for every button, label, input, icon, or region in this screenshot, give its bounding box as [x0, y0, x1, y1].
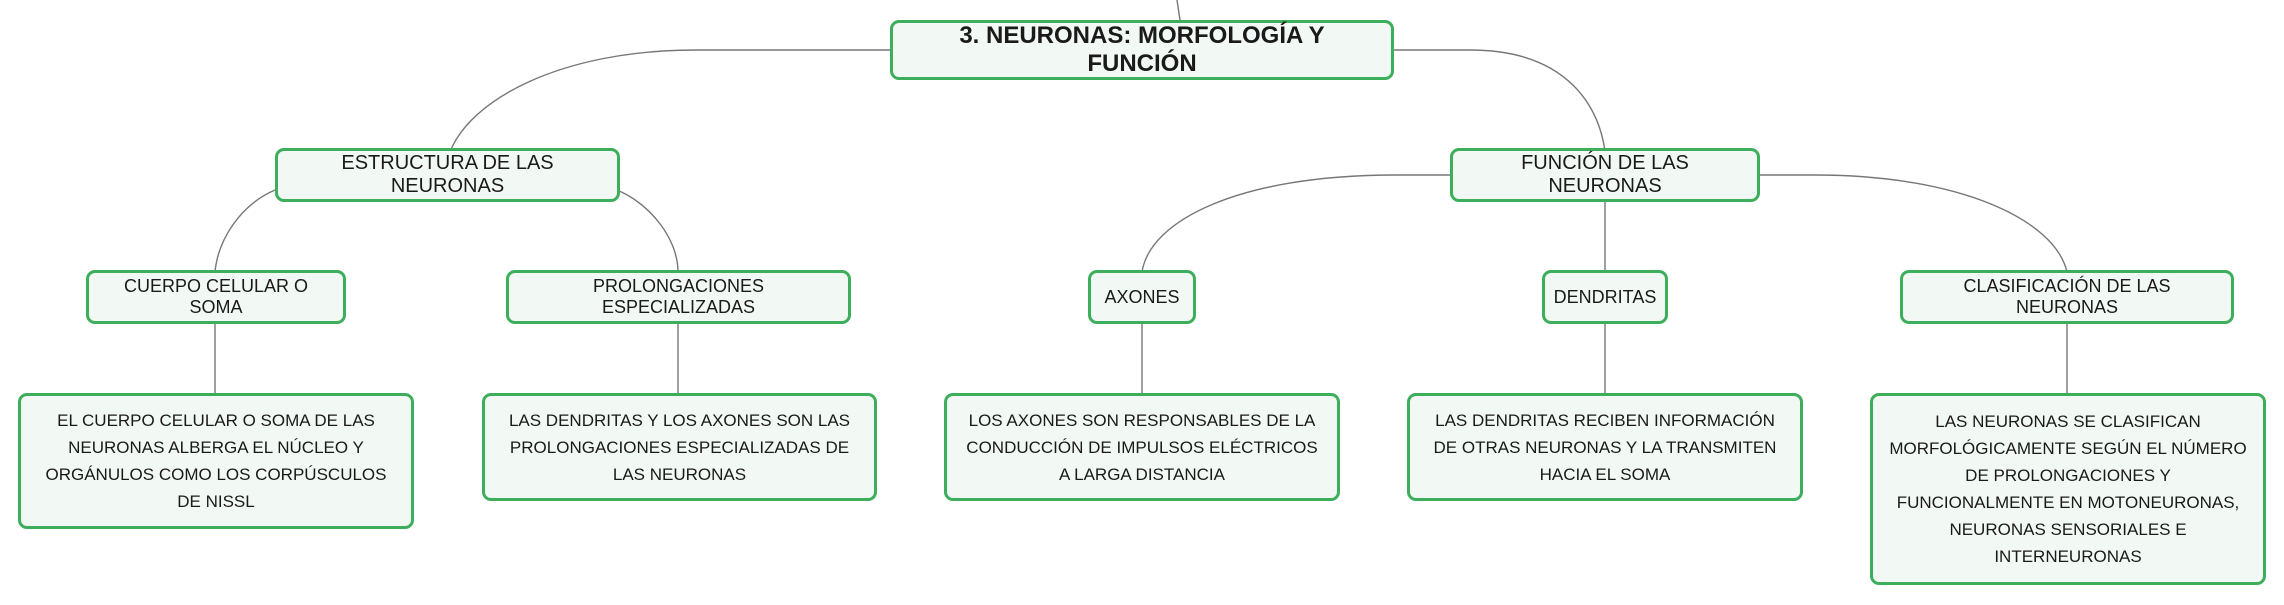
connector-root-estructura — [449, 49, 890, 153]
root-node[interactable]: 3. NEURONAS: MORFOLOGÍA Y FUNCIÓN — [890, 20, 1394, 80]
detail-soma-text: EL CUERPO CELULAR O SOMA DE LAS NEURONAS… — [45, 411, 387, 511]
connector-funcion-axones — [1141, 174, 1452, 273]
sub-dendritas-label: DENDRITAS — [1553, 286, 1657, 307]
detail-soma[interactable]: EL CUERPO CELULAR O SOMA DE LAS NEURONAS… — [18, 393, 414, 529]
detail-axones[interactable]: LOS AXONES SON RESPONSABLES DE LA CONDUC… — [944, 393, 1340, 501]
sub-prolongaciones-label: PROLONGACIONES ESPECIALIZADAS — [592, 276, 765, 317]
connector-root-parent — [1176, 0, 1181, 21]
connector-funcion-clasificacion — [1757, 174, 2068, 273]
sub-clasificacion[interactable]: CLASIFICACIÓN DE LAS NEURONAS — [1900, 270, 2234, 324]
sub-prolongaciones[interactable]: PROLONGACIONES ESPECIALIZADAS — [506, 270, 851, 324]
detail-clasificacion-text: LAS NEURONAS SE CLASIFICAN MORFOLÓGICAME… — [1889, 412, 2247, 566]
sub-soma[interactable]: CUERPO CELULAR O SOMA — [86, 270, 346, 324]
detail-prolongaciones-text: LAS DENDRITAS Y LOS AXONES SON LAS PROLO… — [508, 410, 851, 484]
detail-dendritas[interactable]: LAS DENDRITAS RECIBEN INFORMACIÓN DE OTR… — [1407, 393, 1803, 501]
branch-estructura-label: ESTRUCTURA DE LAS NEURONAS — [341, 152, 554, 197]
branch-estructura[interactable]: ESTRUCTURA DE LAS NEURONAS — [275, 148, 620, 202]
sub-clasificacion-label: CLASIFICACIÓN DE LAS NEURONAS — [1963, 276, 2171, 317]
branch-funcion[interactable]: FUNCIÓN DE LAS NEURONAS — [1450, 148, 1760, 202]
root-label: 3. NEURONAS: MORFOLOGÍA Y FUNCIÓN — [959, 22, 1325, 77]
connector-root-funcion — [1394, 49, 1606, 153]
branch-funcion-label: FUNCIÓN DE LAS NEURONAS — [1521, 152, 1689, 197]
sub-axones[interactable]: AXONES — [1088, 270, 1196, 324]
connector-estructura-prolongaciones — [616, 189, 679, 273]
sub-axones-label: AXONES — [1104, 286, 1180, 307]
detail-prolongaciones[interactable]: LAS DENDRITAS Y LOS AXONES SON LAS PROLO… — [482, 393, 877, 501]
connector-estructura-soma — [214, 189, 276, 273]
detail-clasificacion[interactable]: LAS NEURONAS SE CLASIFICAN MORFOLÓGICAME… — [1870, 393, 2266, 585]
detail-axones-text: LOS AXONES SON RESPONSABLES DE LA CONDUC… — [966, 410, 1318, 484]
sub-soma-label: CUERPO CELULAR O SOMA — [123, 276, 309, 317]
detail-dendritas-text: LAS DENDRITAS RECIBEN INFORMACIÓN DE OTR… — [1433, 410, 1777, 484]
sub-dendritas[interactable]: DENDRITAS — [1542, 270, 1668, 324]
